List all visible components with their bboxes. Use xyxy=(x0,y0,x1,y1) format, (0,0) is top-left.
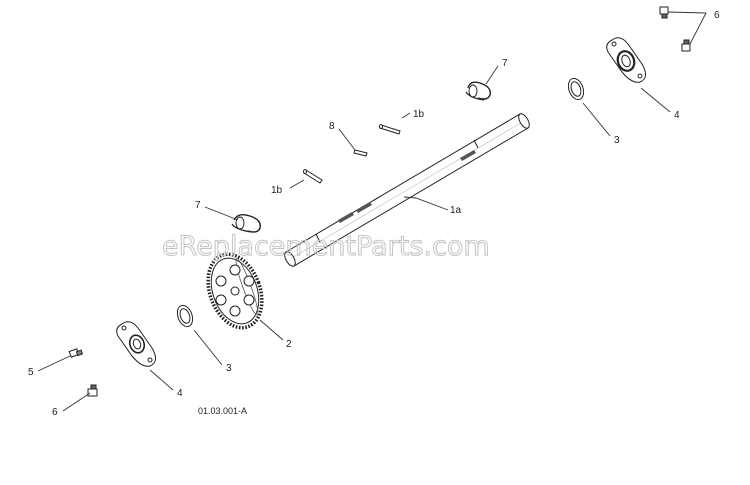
watermark-text: eReplacementParts.com xyxy=(162,231,490,262)
key-upper xyxy=(379,124,401,135)
bolt-left xyxy=(68,348,84,358)
callout-clip-left: 7 xyxy=(195,200,201,211)
callout-key-small: 8 xyxy=(329,121,335,132)
bearing-flange-right xyxy=(606,37,646,83)
callout-clip-right: 7 xyxy=(502,58,508,69)
shaft xyxy=(284,113,530,267)
diagram-code: 01.03.001-A xyxy=(198,406,247,416)
washer-left xyxy=(176,304,194,328)
gear xyxy=(206,252,264,330)
washer-right xyxy=(567,77,585,101)
leader-lines xyxy=(37,11,707,412)
clip-right xyxy=(465,81,491,101)
callout-shaft: 1a xyxy=(450,205,462,216)
callout-gear: 2 xyxy=(286,339,292,350)
callout-nut-left: 6 xyxy=(52,407,58,418)
callout-key-lower: 1b xyxy=(271,185,283,196)
nut-right-bottom xyxy=(681,39,691,52)
callout-bearing-flange-right: 4 xyxy=(674,110,680,121)
callout-washer-right: 3 xyxy=(614,135,620,146)
clip-left xyxy=(231,213,261,233)
callout-washer-left: 3 xyxy=(226,363,232,374)
bearing-flange-left xyxy=(116,321,156,367)
nut-right-top xyxy=(659,6,669,19)
nut-left xyxy=(87,384,98,397)
callout-nut-right: 6 xyxy=(714,10,720,21)
callout-bearing-flange-left: 4 xyxy=(177,388,183,399)
callout-key-upper: 1b xyxy=(413,109,425,120)
key-lower xyxy=(303,169,323,184)
callout-bolt-left: 5 xyxy=(28,367,34,378)
key-small xyxy=(353,149,368,157)
